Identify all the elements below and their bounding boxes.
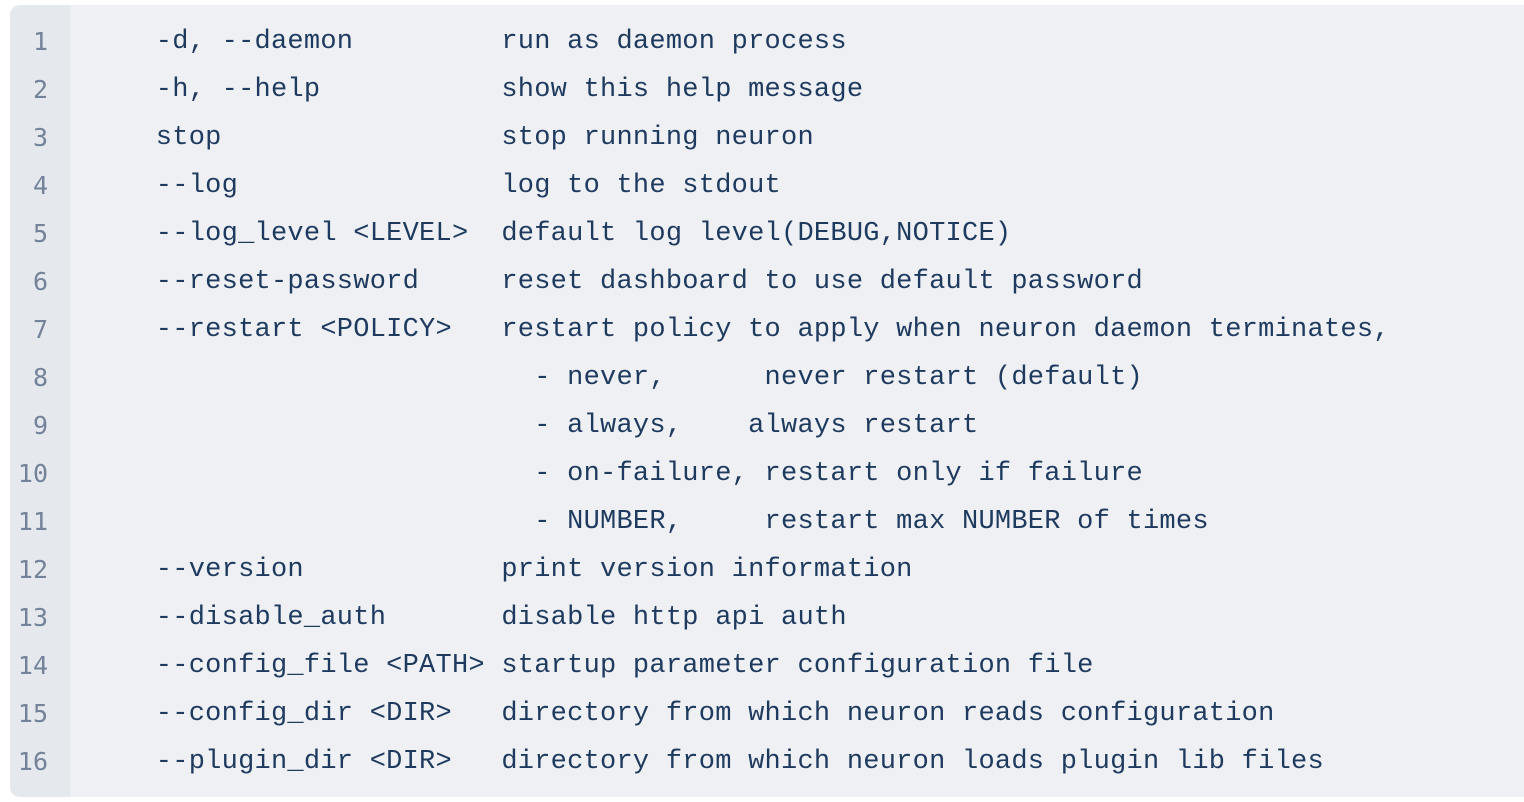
line-number: 9 bbox=[32, 411, 48, 440]
code-line: --version print version information bbox=[90, 555, 913, 585]
code-line: - NUMBER, restart max NUMBER of times bbox=[90, 507, 1209, 537]
line-number: 16 bbox=[17, 747, 48, 776]
line-number: 14 bbox=[17, 651, 48, 680]
code-line: --log log to the stdout bbox=[90, 171, 782, 201]
line-number: 6 bbox=[32, 267, 48, 296]
line-number: 10 bbox=[17, 459, 48, 488]
line-number: 2 bbox=[32, 75, 48, 104]
line-number: 1 bbox=[32, 27, 48, 56]
line-number: 4 bbox=[32, 171, 48, 200]
code-line: - on-failure, restart only if failure bbox=[90, 459, 1143, 489]
code-line: --config_dir <DIR> directory from which … bbox=[90, 699, 1275, 729]
line-number: 8 bbox=[32, 363, 48, 392]
code-line: --config_file <PATH> startup parameter c… bbox=[90, 651, 1094, 681]
code-line: --restart <POLICY> restart policy to app… bbox=[90, 315, 1390, 345]
code-line: --log_level <LEVEL> default log level(DE… bbox=[90, 219, 1012, 249]
line-number: 11 bbox=[17, 507, 48, 536]
line-number: 12 bbox=[17, 555, 48, 584]
code-line: stop stop running neuron bbox=[90, 123, 814, 153]
code-line: - always, always restart bbox=[90, 411, 979, 441]
code-line: --plugin_dir <DIR> directory from which … bbox=[90, 747, 1324, 777]
code-content: -d, --daemon run as daemon process -h, -… bbox=[70, 5, 1524, 797]
code-line: -h, --help show this help message bbox=[90, 75, 864, 105]
code-line: -d, --daemon run as daemon process bbox=[90, 27, 847, 57]
line-number: 7 bbox=[32, 315, 48, 344]
code-line: --disable_auth disable http api auth bbox=[90, 603, 847, 633]
code-line: - never, never restart (default) bbox=[90, 363, 1143, 393]
line-number: 13 bbox=[17, 603, 48, 632]
line-number: 15 bbox=[17, 699, 48, 728]
line-number: 3 bbox=[32, 123, 48, 152]
code-line: --reset-password reset dashboard to use … bbox=[90, 267, 1143, 297]
line-number: 5 bbox=[32, 219, 48, 248]
